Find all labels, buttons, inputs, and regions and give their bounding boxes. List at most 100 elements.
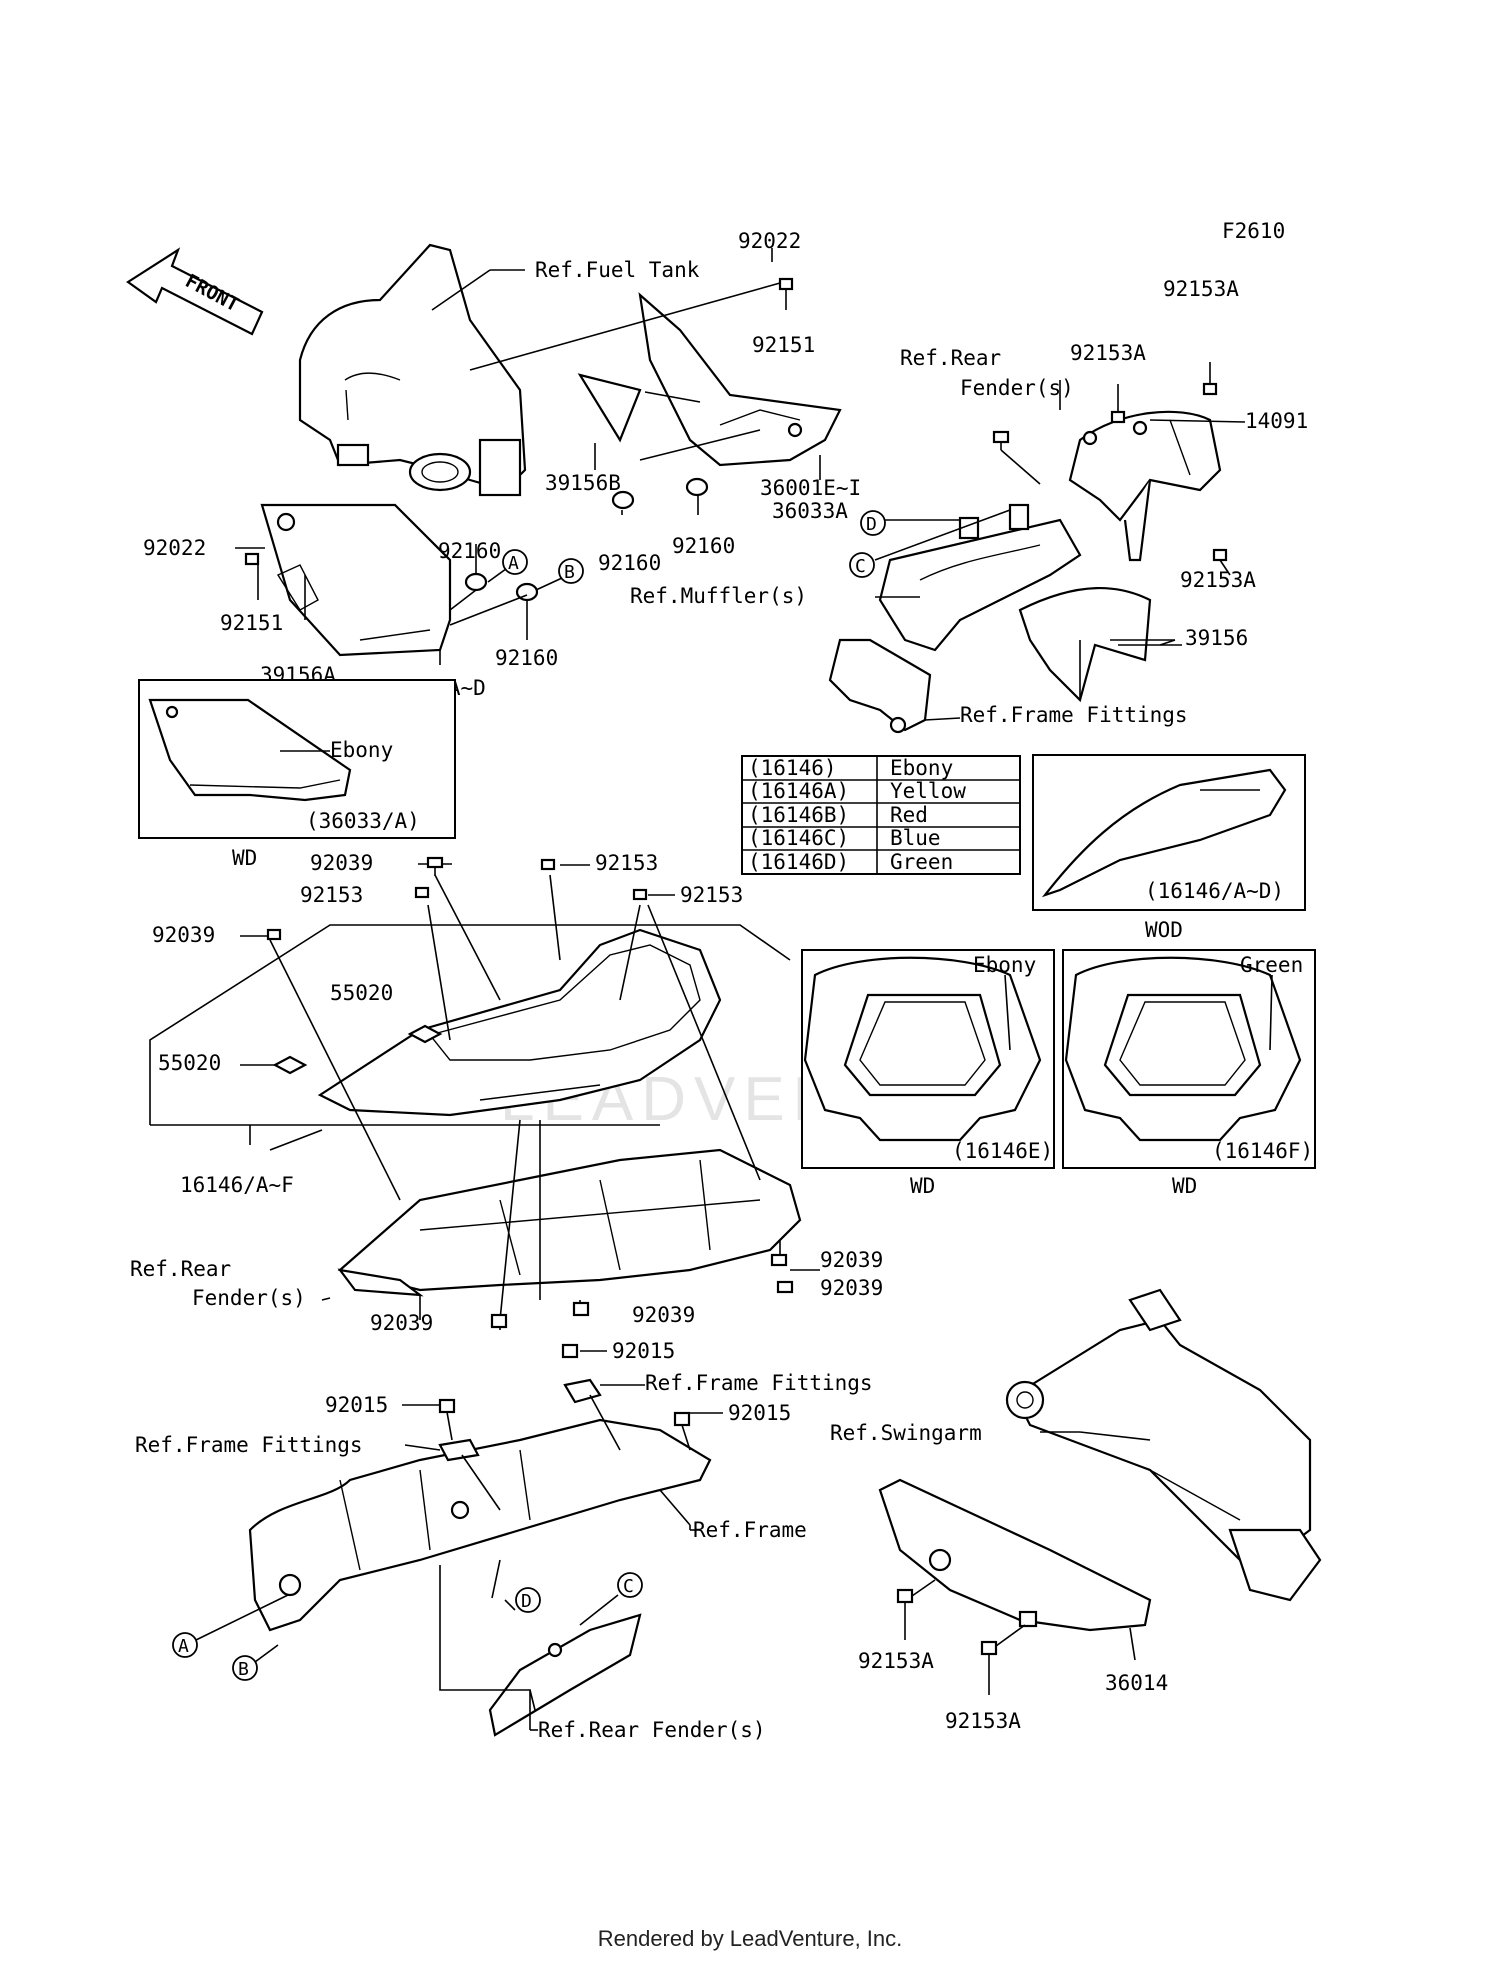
label-36033A: 36033A (772, 499, 848, 523)
seat-cowl-green-drawing (1064, 956, 1302, 1142)
label-ref-rear-fender-mid-1: Ref.Rear (130, 1257, 231, 1281)
label-92022-top: 92022 (738, 229, 801, 253)
svg-text:B: B (238, 1659, 249, 1680)
label-92039-f: 92039 (820, 1276, 883, 1300)
bolt-icon (896, 1588, 914, 1604)
color-code-3: (16146C) (748, 826, 849, 850)
figure-code: F2610 (1222, 219, 1285, 243)
svg-text:C: C (855, 556, 866, 577)
leader-lines-top-right (874, 362, 1246, 721)
rear-fender-lower-drawing (488, 1613, 642, 1737)
label-92039-a: 92039 (310, 851, 373, 875)
bolt-icon (244, 552, 260, 566)
label-92039-c: 92039 (370, 1311, 433, 1335)
label-92151-top: 92151 (752, 333, 815, 357)
swingarm-drawing (1005, 1288, 1322, 1602)
label-92153-a: 92153 (300, 883, 363, 907)
side-cover-right-drawing (577, 292, 842, 467)
footer-credit: Rendered by LeadVenture, Inc. (597, 1926, 903, 1951)
svg-text:B: B (564, 562, 575, 583)
label-sticker-icon (272, 1055, 308, 1075)
svg-text:D: D (866, 514, 877, 535)
color-name-2: Red (890, 803, 928, 827)
label-ref-fuel-tank: Ref.Fuel Tank (535, 258, 700, 282)
label-inset-16146F: (16146F) (1212, 1139, 1313, 1163)
frame-fittings-drawing (828, 638, 932, 734)
label-36014: 36014 (1105, 1671, 1168, 1695)
chain-guard-drawing (878, 1478, 1152, 1632)
label-ref-rear-fender-mid-2: Fender(s) (192, 1286, 306, 1310)
callout-c-top: C (849, 552, 875, 578)
callout-d-top: D (860, 510, 886, 536)
label-92153A-5: 92153A (945, 1709, 1021, 1733)
label-92015-a: 92015 (612, 1339, 675, 1363)
bracket-icon (563, 1378, 602, 1404)
color-code-2: (16146B) (748, 803, 849, 827)
side-cover-left-drawing (260, 503, 452, 657)
callout-a-top: A (502, 549, 528, 575)
rivet-icon (490, 1313, 508, 1329)
color-code-0: (16146) (748, 756, 837, 780)
washer-icon (685, 477, 709, 497)
label-36001E: 36001E~I (760, 476, 861, 500)
label-16146AF: 16146/A~F (180, 1173, 294, 1197)
color-name-3: Blue (890, 826, 941, 850)
rivet-icon (561, 1343, 579, 1359)
fuel-tank-drawing (298, 243, 527, 497)
rivet-icon (426, 856, 444, 876)
rivet-icon (438, 1398, 456, 1414)
label-ref-swingarm: Ref.Swingarm (830, 1421, 982, 1445)
color-code-1: (16146A) (748, 779, 849, 803)
label-wd-3: WD (1172, 1174, 1197, 1198)
bolt-icon (1202, 382, 1218, 396)
bolt-icon (632, 888, 648, 901)
label-92160-c: 92160 (438, 539, 501, 563)
label-92153A-1: 92153A (1070, 341, 1146, 365)
leader-lines-top-left (235, 248, 821, 665)
color-code-4: (16146D) (748, 850, 849, 874)
svg-text:D: D (521, 1591, 532, 1612)
callout-c-bottom: C (617, 1572, 643, 1598)
label-92151-left: 92151 (220, 611, 283, 635)
label-92153A-4: 92153A (858, 1649, 934, 1673)
heat-shield-drawing (1018, 587, 1152, 703)
callout-b-bottom: B (232, 1655, 258, 1681)
label-92153-b: 92153 (595, 851, 658, 875)
label-ref-frame: Ref.Frame (693, 1518, 807, 1542)
svg-text:A: A (178, 1636, 189, 1657)
label-92015-b: 92015 (325, 1393, 388, 1417)
callout-b-top: B (558, 558, 584, 584)
rivet-icon (414, 886, 430, 899)
rivet-icon (266, 928, 282, 941)
color-name-1: Yellow (890, 779, 966, 803)
label-ref-frame-fittings-2: Ref.Frame Fittings (645, 1371, 873, 1395)
seat-cowl-side-drawing (1041, 768, 1287, 898)
rivet-icon (776, 1280, 794, 1294)
rivet-icon (673, 1411, 691, 1427)
label-92153A-2: 92153A (1163, 277, 1239, 301)
seat-cowl-ebony-drawing (803, 956, 1042, 1142)
label-39156: 39156 (1185, 626, 1248, 650)
svg-text:C: C (623, 1576, 634, 1597)
label-39156B: 39156B (545, 471, 621, 495)
bracket-icon (438, 1438, 480, 1462)
label-ref-muffler: Ref.Muffler(s) (630, 584, 807, 608)
bolt-icon (1110, 410, 1126, 424)
label-inset-36033: (36033/A) (306, 809, 420, 833)
label-wod: WOD (1145, 918, 1183, 942)
label-inset-16146E: (16146E) (952, 1139, 1053, 1163)
svg-text:A: A (508, 553, 519, 574)
label-92160-a: 92160 (598, 551, 661, 575)
label-14091: 14091 (1245, 409, 1308, 433)
rivet-icon (770, 1253, 788, 1267)
leader-lines-bottom-left (195, 1350, 723, 1731)
label-ebony-cowl: Ebony (973, 953, 1036, 977)
label-55020-a: 55020 (330, 981, 393, 1005)
side-cover-inset-drawing (148, 698, 352, 802)
seat-cowl-drawing (317, 928, 722, 1117)
callout-a-bottom: A (172, 1632, 198, 1658)
label-55020-b: 55020 (158, 1051, 221, 1075)
frame-drawing (248, 1418, 712, 1632)
washer-icon (611, 490, 635, 510)
